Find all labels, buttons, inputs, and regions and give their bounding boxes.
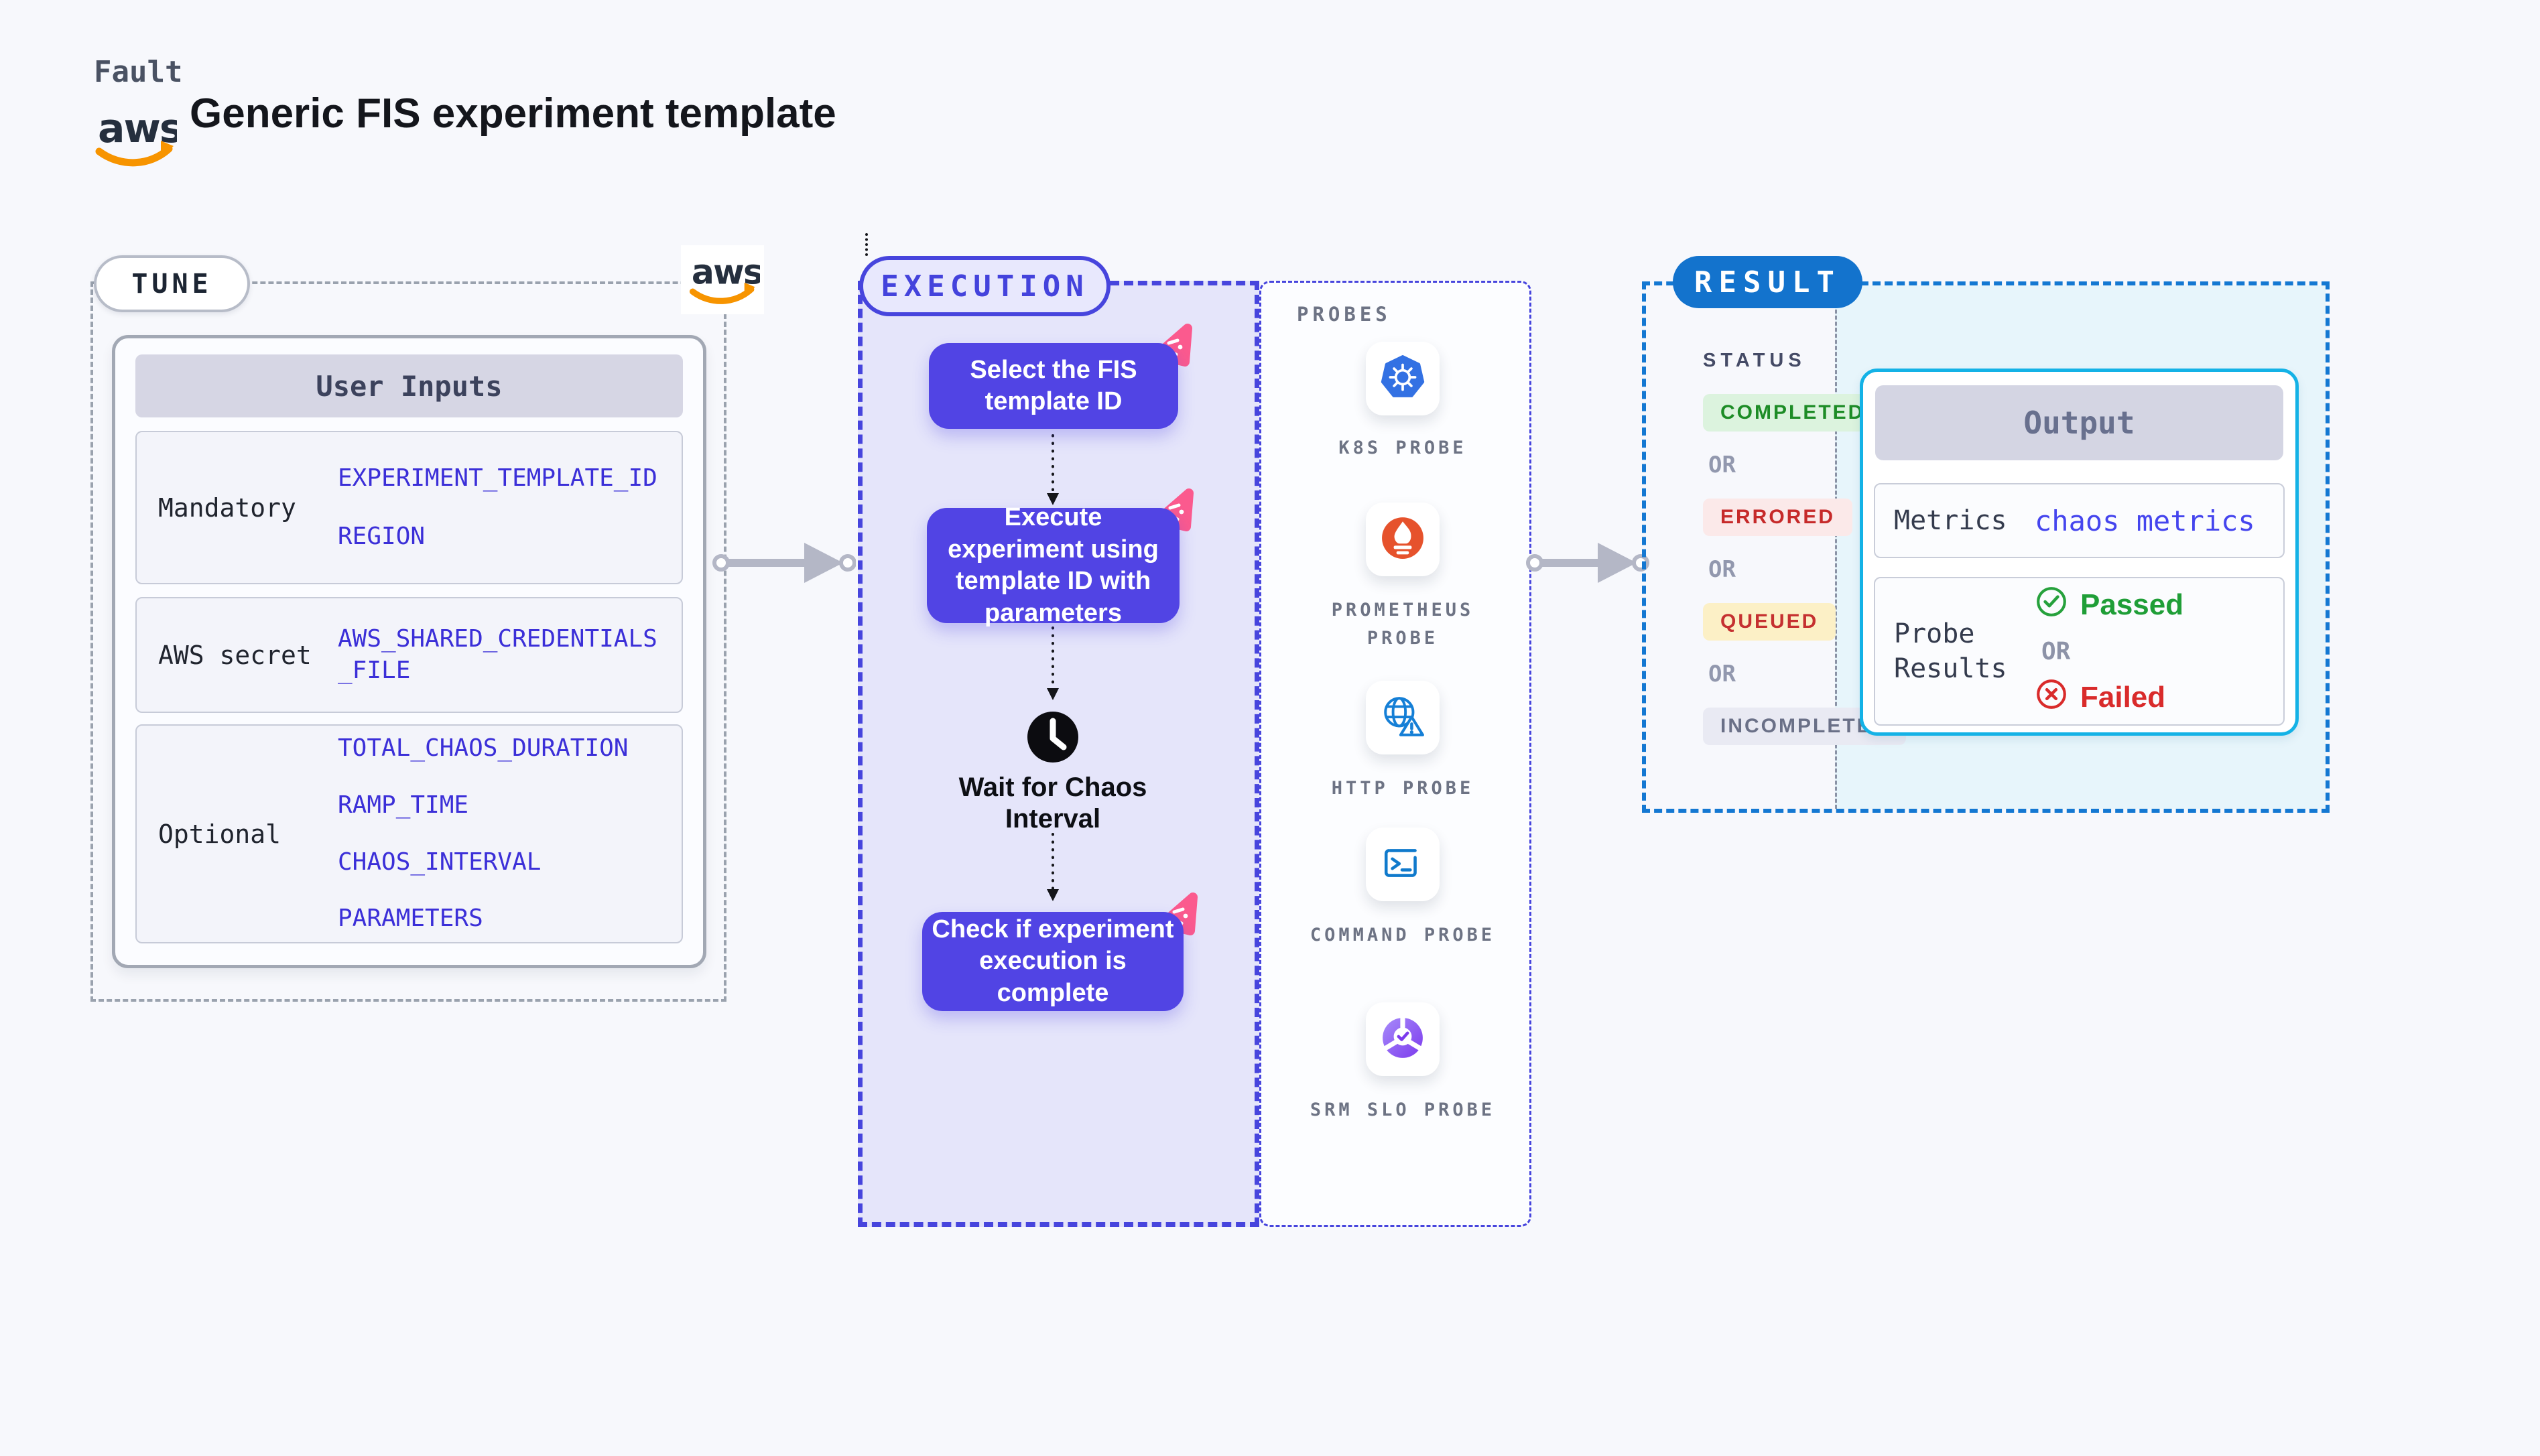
connector-step1-step2 xyxy=(1043,434,1063,510)
kubernetes-icon xyxy=(1381,354,1425,403)
aws-logo: aws xyxy=(92,98,184,176)
row-value: PARAMETERS xyxy=(338,905,483,933)
status-title: STATUS xyxy=(1703,350,1806,371)
probe-label: COMMAND PROBE xyxy=(1310,925,1496,945)
step-execute-experiment: Execute experiment using template ID wit… xyxy=(927,488,1194,627)
output-or-label: OR xyxy=(2041,637,2071,665)
table-row-optional: Optional TOTAL_CHAOS_DURATION RAMP_TIME … xyxy=(135,724,683,943)
probe-label: SRM SLO PROBE xyxy=(1310,1100,1496,1120)
status-badge-errored: ERRORED xyxy=(1703,499,1853,536)
probe-card-prometheus xyxy=(1366,503,1440,576)
probe-card-command xyxy=(1366,828,1440,901)
brand-label: Fault xyxy=(94,55,183,89)
arrow-execution-to-result xyxy=(1525,531,1649,598)
passed-result: Passed xyxy=(2035,585,2283,626)
output-row-metrics: Metrics chaos metrics xyxy=(1874,483,2285,558)
status-or-label: OR xyxy=(1708,556,1736,583)
metrics-label: Metrics xyxy=(1894,505,2007,536)
execution-badge: EXECUTION xyxy=(859,256,1110,316)
probe-label: K8S PROBE xyxy=(1338,438,1467,458)
row-value: AWS_SHARED_CREDENTIALS_FILE xyxy=(338,624,657,684)
output-header: Output xyxy=(1875,385,2283,460)
row-value: TOTAL_CHAOS_DURATION xyxy=(338,734,629,762)
row-label: AWS secret xyxy=(158,640,312,670)
probe-label: PROMETHEUS PROBE xyxy=(1331,600,1474,649)
step-select-template: Select the FIS template ID xyxy=(929,324,1192,429)
failed-result: Failed xyxy=(2035,677,2283,718)
connector-wait-step3 xyxy=(1043,833,1063,906)
probe-results-label: Probe Results xyxy=(1894,618,2007,684)
arrow-tune-to-execution xyxy=(712,531,856,598)
row-value: EXPERIMENT_TEMPLATE_ID xyxy=(338,464,657,492)
status-badge-queued: QUEUED xyxy=(1703,603,1836,641)
step-check-complete: Check if experiment execution is complet… xyxy=(922,892,1198,1011)
tune-badge: TUNE xyxy=(94,255,250,312)
status-or-label: OR xyxy=(1708,452,1736,478)
failed-label: Failed xyxy=(2080,681,2166,714)
connector-step2-wait xyxy=(1043,626,1063,705)
output-row-probe-results: Probe Results Passed OR xyxy=(1874,577,2285,726)
page-title: Generic FIS experiment template xyxy=(190,90,836,137)
row-label: Optional xyxy=(158,819,281,849)
status-badge-completed: COMPLETED xyxy=(1703,394,1883,432)
user-inputs-header: User Inputs xyxy=(135,354,683,417)
row-value: REGION xyxy=(338,522,426,550)
terminal-icon xyxy=(1381,841,1425,888)
user-inputs-card: User Inputs Mandatory EXPERIMENT_TEMPLAT… xyxy=(112,335,706,968)
http-globe-icon xyxy=(1381,694,1425,742)
row-label: Mandatory xyxy=(158,492,296,523)
wait-for-chaos-label: Wait for Chaos Interval xyxy=(958,773,1147,834)
slo-donut-icon xyxy=(1381,1014,1425,1063)
row-value: CHAOS_INTERVAL xyxy=(338,848,542,876)
status-list: COMPLETED OR ERRORED OR QUEUED OR INCOMP… xyxy=(1703,394,1907,745)
aws-logo-small: aws xyxy=(681,245,764,314)
metrics-value: chaos metrics xyxy=(2035,504,2255,537)
result-badge: RESULT xyxy=(1673,256,1862,308)
probe-label: HTTP PROBE xyxy=(1331,778,1474,799)
probe-card-srm-slo xyxy=(1366,1002,1440,1076)
passed-label: Passed xyxy=(2080,588,2184,621)
check-circle-icon xyxy=(2035,585,2068,626)
x-circle-icon xyxy=(2035,677,2068,718)
output-card: Output Metrics chaos metrics Probe Resul… xyxy=(1860,369,2299,736)
probes-title: PROBES xyxy=(1297,303,1391,326)
probe-card-http xyxy=(1366,681,1440,754)
probe-card-k8s xyxy=(1366,342,1440,415)
execution-top-connector xyxy=(865,233,868,256)
tune-section xyxy=(90,281,726,1002)
table-row-aws-secret: AWS secret AWS_SHARED_CREDENTIALS_FILE xyxy=(135,597,683,713)
prometheus-icon xyxy=(1381,516,1425,564)
row-value: RAMP_TIME xyxy=(338,791,469,819)
svg-text:aws: aws xyxy=(692,252,760,291)
status-or-label: OR xyxy=(1708,661,1736,687)
clock-icon xyxy=(1026,710,1080,767)
table-row-mandatory: Mandatory EXPERIMENT_TEMPLATE_ID REGION xyxy=(135,431,683,584)
